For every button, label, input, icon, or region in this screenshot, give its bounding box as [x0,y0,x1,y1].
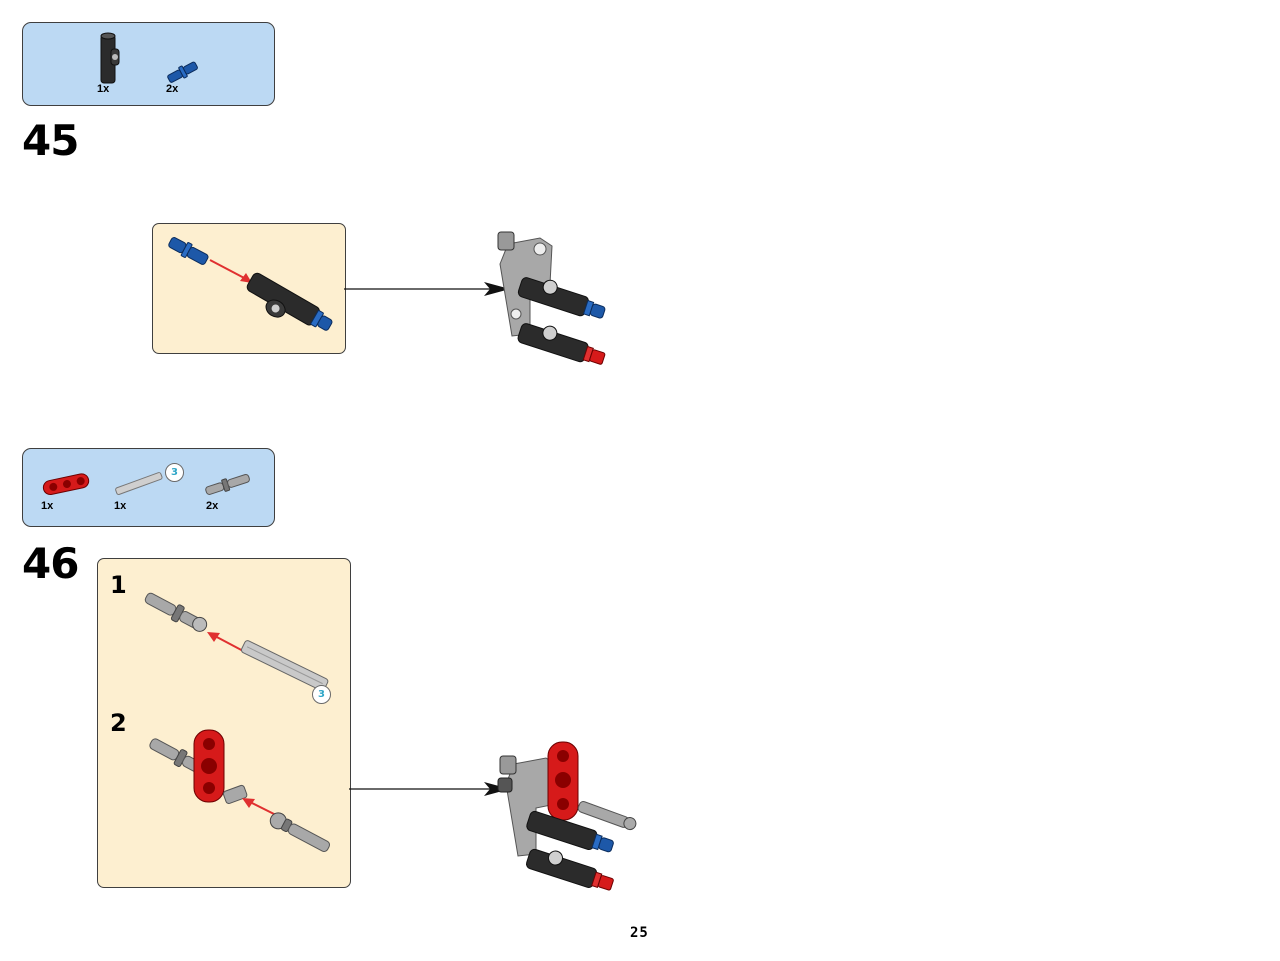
part-qty-blue-pin: 2x [166,83,179,95]
part-qty-grey-axle: 1x [114,500,127,512]
model-step-45-icon [497,231,606,365]
parts-list-step-46: 3 1x 1x 2x [22,448,275,527]
parts-list-step-45: 1x 2x [22,22,275,106]
subassembly-box-step-46: 1 3 2 [97,558,351,888]
red-connector-icon [42,473,90,496]
red-insert-arrow-icon [209,259,252,283]
substep-number-1: 1 [110,571,127,599]
blue-pin-icon [167,61,198,83]
model-step-46-icon [497,741,637,891]
grey-pin-substep-1-icon [144,592,208,632]
step-number-45: 45 [22,116,79,165]
part-qty-black-connector: 1x [97,83,110,95]
step-number-46: 46 [22,539,79,588]
blue-pin-assembly-icon [168,237,209,265]
grey-pin-with-red-connector-icon [149,729,248,804]
subassembly-box-step-45 [152,223,346,354]
substep-1-axle-badge: 3 [312,685,331,704]
page-number: 25 [630,925,649,941]
grey-pin-icon [205,473,250,495]
black-connector-assembly-icon [246,272,333,331]
substep-number-2: 2 [110,709,127,737]
black-connector-icon [100,32,120,84]
part-qty-red-connector: 1x [41,500,54,512]
grey-pin-substep-2-icon [269,812,331,853]
grey-axle-icon [115,472,163,495]
part-qty-grey-pin: 2x [206,500,219,512]
axle-length-badge: 3 [165,463,184,482]
